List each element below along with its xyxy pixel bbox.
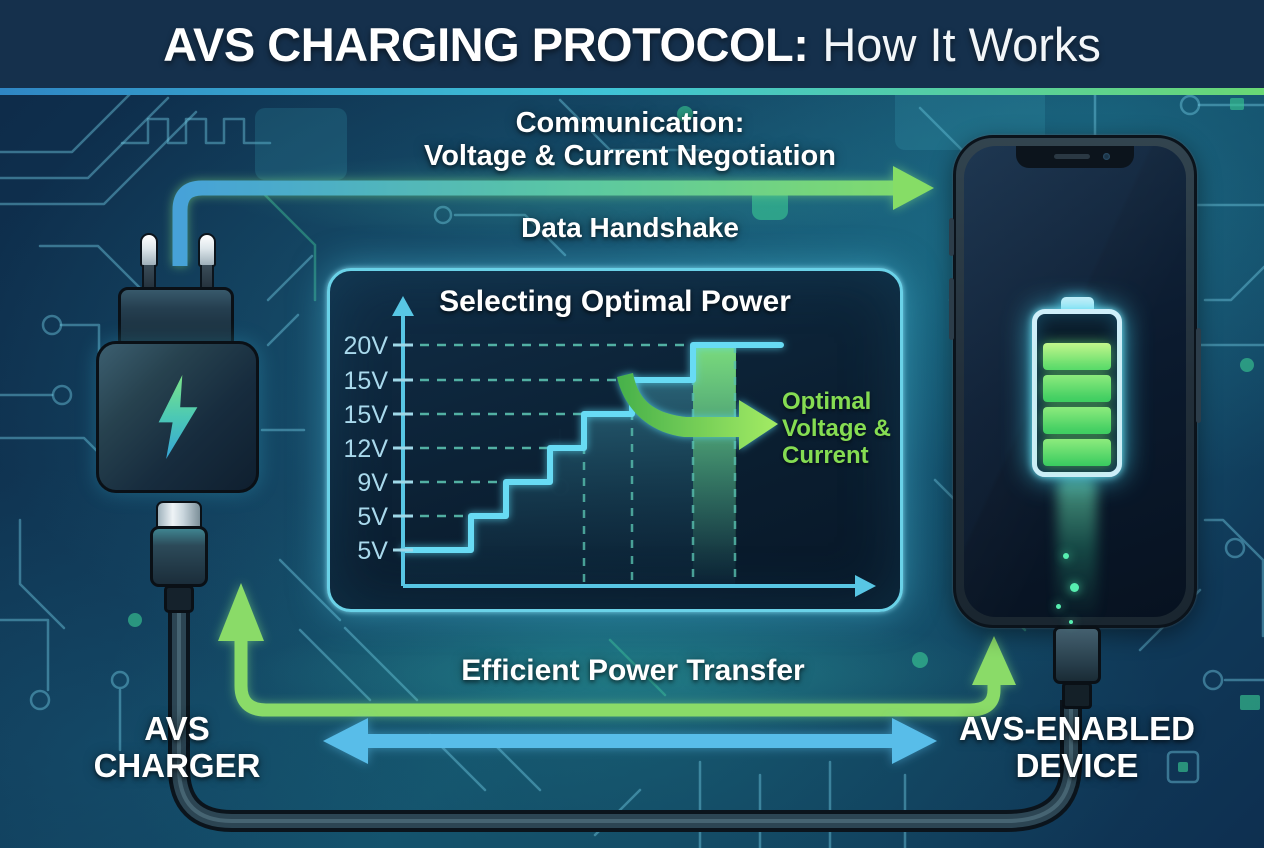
charge-particle <box>1070 583 1079 592</box>
gridlines-horizontal <box>403 343 693 518</box>
step-line <box>400 342 784 553</box>
step-area-fill <box>403 345 735 586</box>
charge-particle <box>1069 620 1073 624</box>
power-transfer-arrow <box>218 583 1016 717</box>
optimal-annotation: Optimal Voltage & Current <box>782 388 902 469</box>
charger-label-line2: CHARGER <box>93 747 261 784</box>
communication-label: Communication: Voltage & Current Negotia… <box>370 107 890 173</box>
page-title: AVS CHARGING PROTOCOL:How It Works <box>163 17 1101 72</box>
axis-ticks <box>393 343 413 552</box>
charging-cable <box>168 604 1082 832</box>
device-label-line2: DEVICE <box>1015 747 1139 784</box>
charger-label: AVS CHARGER <box>67 710 287 784</box>
title-sub: How It Works <box>822 17 1101 71</box>
title-accent-line <box>0 88 1264 95</box>
battery-bar <box>1043 343 1111 370</box>
plug-pin-left <box>140 233 158 293</box>
avs-charger-illustration <box>96 341 259 493</box>
charge-particle <box>1056 604 1061 609</box>
y-axis-label: 5V <box>357 537 388 565</box>
selected-step-highlight <box>693 346 736 584</box>
power-transfer-label: Efficient Power Transfer <box>461 654 805 687</box>
title-bar: AVS CHARGING PROTOCOL:How It Works <box>0 0 1264 88</box>
phone-plug-nub <box>1062 682 1092 709</box>
usbc-connector-collar <box>156 501 202 529</box>
y-axis-labels: 20V 15V 15V 12V 9V 5V 5V <box>344 332 389 565</box>
y-axis-label: 5V <box>357 503 388 531</box>
data-handshake-label: Data Handshake <box>521 212 739 243</box>
swoosh-arrow-icon <box>617 373 778 450</box>
phone-side-button <box>1196 328 1201 423</box>
y-axis-label: 12V <box>344 435 389 463</box>
phone-side-button <box>949 218 954 256</box>
teal-glow-haze <box>200 600 1060 750</box>
annotation-line: Optimal <box>782 388 872 415</box>
annotation-line: Current <box>782 442 869 469</box>
pin-tip <box>140 233 158 267</box>
y-axis-label: 9V <box>357 469 388 497</box>
phone-notch <box>1016 146 1134 168</box>
charge-particle <box>1063 553 1069 559</box>
power-selection-panel: 20V 15V 15V 12V 9V 5V 5V Selecting Optim… <box>327 268 903 612</box>
battery-bar <box>1043 375 1111 402</box>
plug-pin-right <box>198 233 216 293</box>
speaker-slot <box>1054 154 1090 159</box>
charger-plug-head <box>118 287 234 345</box>
communication-line2: Voltage & Current Negotiation <box>424 140 836 172</box>
battery-bar <box>1043 439 1111 466</box>
title-main: AVS CHARGING PROTOCOL: <box>163 17 809 71</box>
usbc-connector-body <box>150 526 208 587</box>
communication-line1: Communication: <box>515 107 745 139</box>
y-axis-label: 15V <box>344 401 389 429</box>
camera-dot <box>1103 153 1110 160</box>
communication-arrowhead <box>893 166 934 210</box>
charger-label-line1: AVS <box>144 710 210 747</box>
battery-icon <box>1032 309 1122 477</box>
pin-tip <box>198 233 216 267</box>
phone-side-button <box>949 278 954 340</box>
device-label: AVS-ENABLED DEVICE <box>957 710 1197 784</box>
battery-bar <box>1043 407 1111 434</box>
device-label-line1: AVS-ENABLED <box>959 710 1195 747</box>
y-axis-label: 15V <box>344 367 389 395</box>
voltage-chart: 20V 15V 15V 12V 9V 5V 5V <box>344 296 876 597</box>
annotation-line: Voltage & <box>782 415 891 442</box>
y-axis-label: 20V <box>344 332 389 360</box>
battery-bars <box>1043 343 1111 466</box>
lightning-bolt-icon <box>158 375 197 459</box>
communication-arrow <box>172 166 934 266</box>
phone-usb-plug <box>1053 626 1101 684</box>
bottom-data-arrow <box>323 718 937 764</box>
panel-title: Selecting Optimal Power <box>439 285 791 318</box>
charger-cable-nub <box>164 585 194 613</box>
